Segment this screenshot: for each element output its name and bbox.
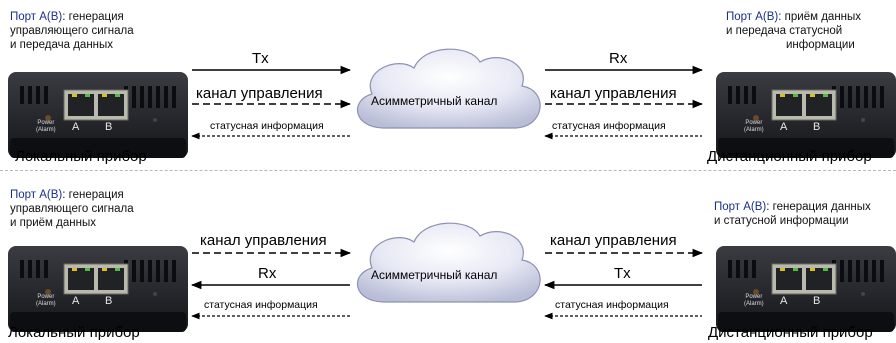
cloud-shape-bottom bbox=[356, 222, 541, 303]
port-a-label-remote-top: A bbox=[780, 121, 788, 133]
port-a-label-local-bottom: A bbox=[72, 295, 80, 307]
control-channel-label-bottom-left: канал управления bbox=[200, 232, 327, 249]
remote-device-image-top bbox=[715, 71, 896, 159]
local-device-image-top bbox=[7, 71, 189, 159]
status-info-label-top-left: статусная информация bbox=[210, 120, 324, 132]
power-text: Power bbox=[745, 294, 763, 300]
remote-device-label-bottom: Дистанционный прибор bbox=[708, 324, 873, 341]
cloud-shape-top bbox=[356, 48, 541, 129]
port-b-label-local-top: B bbox=[105, 121, 113, 133]
status-info-label-bottom-right: статусная информация bbox=[555, 299, 669, 311]
power-text: Power bbox=[37, 120, 55, 126]
rx-label-bottom: Rx bbox=[258, 265, 277, 282]
port-label: Порт А(В) bbox=[10, 189, 63, 201]
port-desc-line2: управляющего сигнала bbox=[10, 25, 134, 37]
tx-label-top: Tx bbox=[252, 50, 269, 67]
remote-device-label-top: Дистанционный прибор bbox=[707, 148, 872, 165]
remote-port-description-bottom: Порт А(В): генерация данных и статусной … bbox=[714, 200, 871, 228]
port-desc-line2: управляющего сигнала bbox=[10, 203, 134, 215]
power-text: Power bbox=[745, 120, 763, 126]
port-b-label-remote-top: B bbox=[813, 121, 821, 133]
port-desc-text: : генерация данных bbox=[766, 201, 871, 213]
power-alarm-label-local-top: Power(Alarm) bbox=[36, 120, 56, 134]
port-label: Порт А(В) bbox=[714, 201, 767, 213]
port-label: Порт А(В) bbox=[10, 11, 63, 23]
alarm-text: (Alarm) bbox=[36, 301, 56, 307]
port-desc-text: : генерация bbox=[62, 189, 124, 201]
remote-device-image-bottom bbox=[715, 245, 896, 333]
port-desc-line3: и передача данных bbox=[10, 39, 114, 51]
power-text: Power bbox=[37, 294, 55, 300]
local-device-image-bottom bbox=[7, 245, 189, 333]
control-channel-label-top-right: канал управления bbox=[550, 85, 677, 102]
alarm-text: (Alarm) bbox=[744, 127, 764, 133]
local-port-description-bottom: Порт А(В): генерация управляющего сигнал… bbox=[10, 188, 134, 230]
status-info-label-bottom-left: статусная информация bbox=[204, 299, 318, 311]
port-desc-text: : приём данных bbox=[778, 11, 862, 23]
port-desc-line3: и приём данных bbox=[10, 217, 96, 229]
port-label: Порт А(В) bbox=[726, 11, 779, 23]
power-alarm-label-local-bottom: Power(Alarm) bbox=[36, 294, 56, 308]
section-separator bbox=[0, 170, 896, 171]
remote-port-description-top: Порт А(В): приём данных и передача стату… bbox=[726, 10, 861, 52]
port-a-label-local-top: A bbox=[72, 121, 80, 133]
port-desc-line3: информации bbox=[786, 39, 855, 51]
control-channel-label-top-left: канал управления bbox=[196, 85, 323, 102]
alarm-text: (Alarm) bbox=[36, 127, 56, 133]
tx-label-bottom: Tx bbox=[614, 265, 631, 282]
port-b-label-local-bottom: B bbox=[105, 295, 113, 307]
alarm-text: (Alarm) bbox=[744, 301, 764, 307]
local-device-label-top: Локальный прибор bbox=[15, 148, 147, 165]
port-desc-line2: и передача статусной bbox=[726, 25, 843, 37]
rx-label-top: Rx bbox=[609, 50, 628, 67]
control-channel-label-bottom-right: канал управления bbox=[550, 232, 677, 249]
port-desc-line2: и статусной информации bbox=[714, 215, 849, 227]
local-port-description-top: Порт А(В): генерация управляющего сигнал… bbox=[10, 10, 134, 52]
status-info-label-top-right: статусная информация bbox=[552, 120, 666, 132]
power-alarm-label-remote-bottom: Power(Alarm) bbox=[744, 294, 764, 308]
port-a-label-remote-bottom: A bbox=[780, 295, 788, 307]
asymmetric-channel-label-top: Асимметричный канал bbox=[371, 94, 498, 108]
local-device-label-bottom: Локальный прибор bbox=[8, 324, 140, 341]
port-desc-text: : генерация bbox=[62, 11, 124, 23]
port-b-label-remote-bottom: B bbox=[813, 295, 821, 307]
power-alarm-label-remote-top: Power(Alarm) bbox=[744, 120, 764, 134]
asymmetric-channel-label-bottom: Асимметричный канал bbox=[371, 268, 498, 282]
